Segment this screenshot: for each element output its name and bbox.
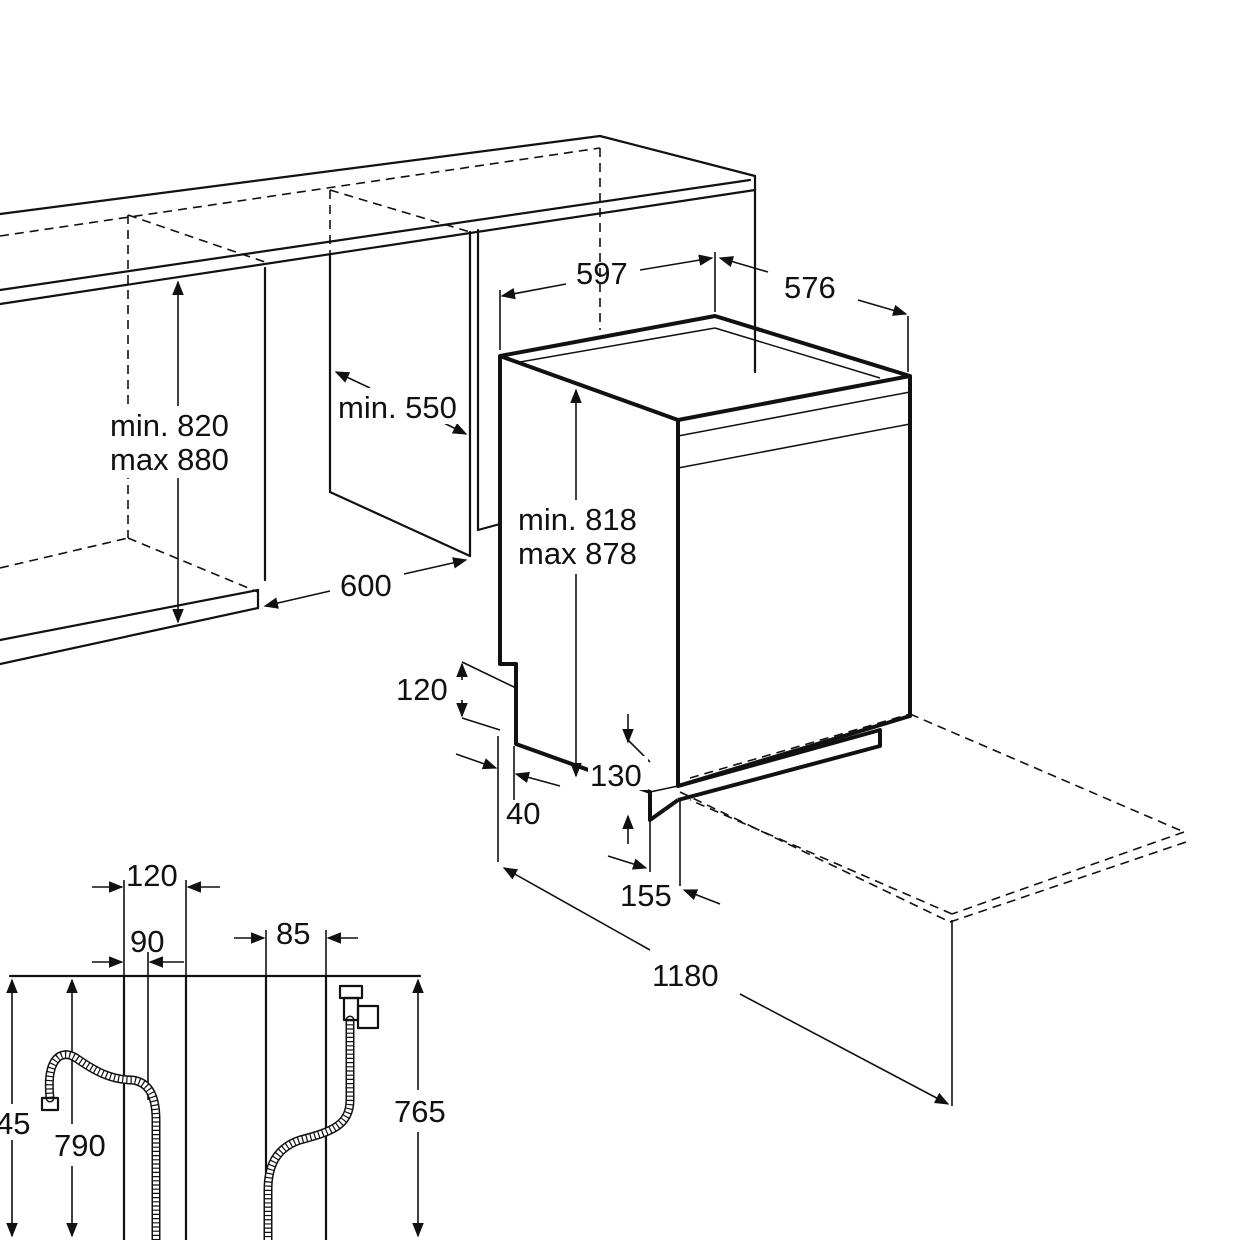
- label-detail-offset-c: 85: [276, 916, 310, 951]
- label-appliance-depth: 576: [784, 270, 836, 305]
- label-niche-width: 600: [340, 568, 392, 603]
- label-detail-height-drain: 790: [54, 1128, 106, 1163]
- label-cabinet-height-min: min. 820: [110, 408, 229, 443]
- dimension-labels: min. 820 max 880 min. 550 600 597 576 mi…: [0, 256, 836, 1163]
- dishwasher: [498, 314, 1187, 923]
- label-foot-height: 130: [590, 758, 642, 793]
- label-plinth-recess: 40: [506, 796, 540, 831]
- label-appliance-height-min: min. 818: [518, 502, 637, 537]
- inlet-hose: [263, 984, 380, 1240]
- connection-detail: [6, 880, 424, 1240]
- label-cabinet-height-max: max 880: [110, 442, 229, 477]
- dimension-lines: [172, 252, 953, 1106]
- label-detail-height-inlet: 765: [394, 1094, 446, 1129]
- label-foot-setback: 155: [620, 878, 672, 913]
- drain-hose: [40, 1050, 161, 1240]
- label-appliance-height-max: max 878: [518, 536, 637, 571]
- label-appliance-width: 597: [576, 256, 628, 291]
- label-detail-offset-a: 120: [126, 858, 178, 893]
- label-cabinet-depth: min. 550: [338, 390, 457, 425]
- label-door-opening: 1180: [652, 958, 719, 993]
- label-detail-height-left: 45: [0, 1106, 30, 1141]
- label-plinth-height: 120: [396, 672, 448, 707]
- label-detail-offset-b: 90: [130, 924, 164, 959]
- kitchen-cabinets: [0, 134, 757, 666]
